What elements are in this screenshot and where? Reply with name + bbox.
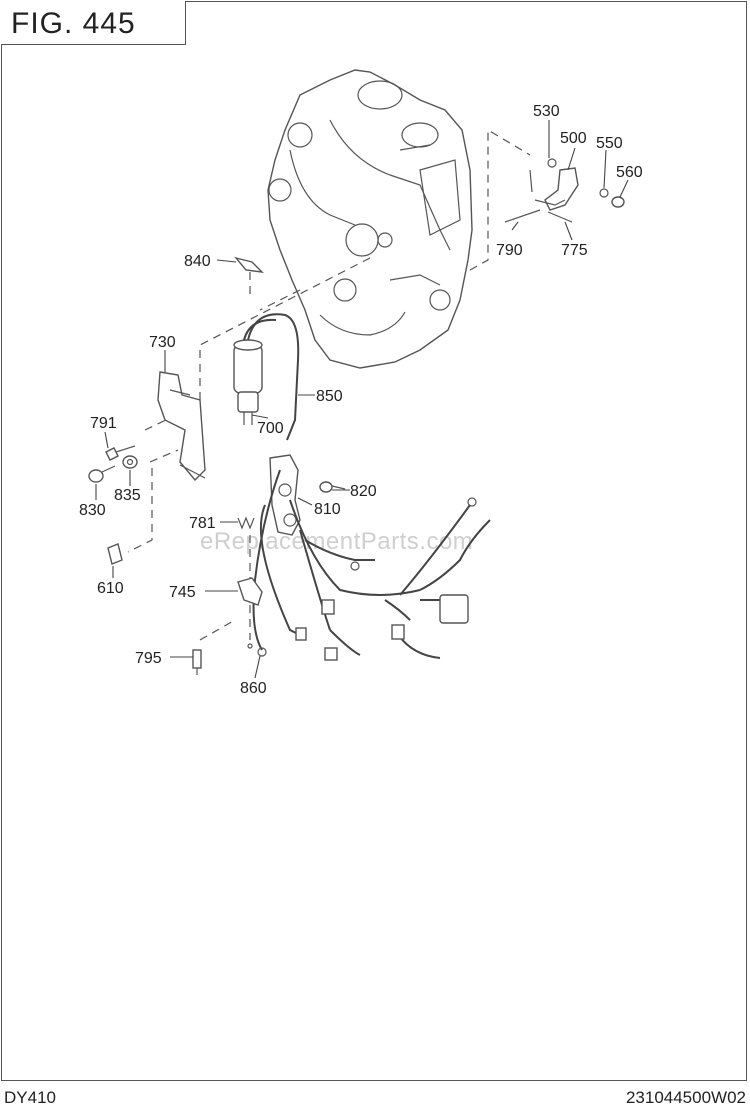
callout-550: 550 (596, 135, 623, 152)
solenoid-700 (233, 313, 300, 441)
document-number: 231044500W02 (625, 1088, 746, 1107)
governor-linkage (504, 158, 625, 223)
figure-title: FIG. 445 (11, 7, 136, 40)
callout-775: 775 (561, 242, 588, 259)
callout-781: 781 (189, 515, 216, 532)
callout-500: 500 (560, 130, 587, 147)
watermark: eReplacementParts.com (200, 528, 474, 555)
callout-730: 730 (149, 334, 176, 351)
clip-840 (234, 256, 264, 300)
callout-790: 790 (496, 242, 523, 259)
callout-610: 610 (97, 580, 124, 597)
callout-840: 840 (184, 253, 211, 270)
callout-810: 810 (314, 501, 341, 518)
callout-830: 830 (79, 502, 106, 519)
callout-560: 560 (616, 164, 643, 181)
callout-labels: 530 500 550 560 790 775 840 730 850 700 … (79, 103, 643, 697)
callout-700: 700 (257, 420, 284, 437)
spring-781 (237, 516, 255, 578)
model-number: DY410 (4, 1088, 56, 1107)
leader-lines (95, 120, 629, 679)
plate-610 (107, 543, 123, 565)
bracket-730 (127, 371, 206, 553)
drawing-frame (1, 1, 747, 1081)
callout-745: 745 (169, 584, 196, 601)
callout-820: 820 (350, 483, 377, 500)
figure-title-box: FIG. 445 (1, 1, 186, 45)
bolt-830 (88, 465, 116, 483)
callout-795: 795 (135, 650, 162, 667)
callout-850: 850 (316, 388, 343, 405)
callout-835: 835 (114, 487, 141, 504)
callout-860: 860 (240, 680, 267, 697)
engine-housing (267, 69, 473, 369)
callout-791: 791 (90, 415, 117, 432)
bolt-795 (192, 619, 236, 675)
washer-835 (122, 455, 138, 469)
bolt-791 (105, 445, 136, 461)
clamp-745 (237, 577, 263, 649)
callout-530: 530 (533, 103, 560, 120)
wire-harness (252, 454, 491, 661)
